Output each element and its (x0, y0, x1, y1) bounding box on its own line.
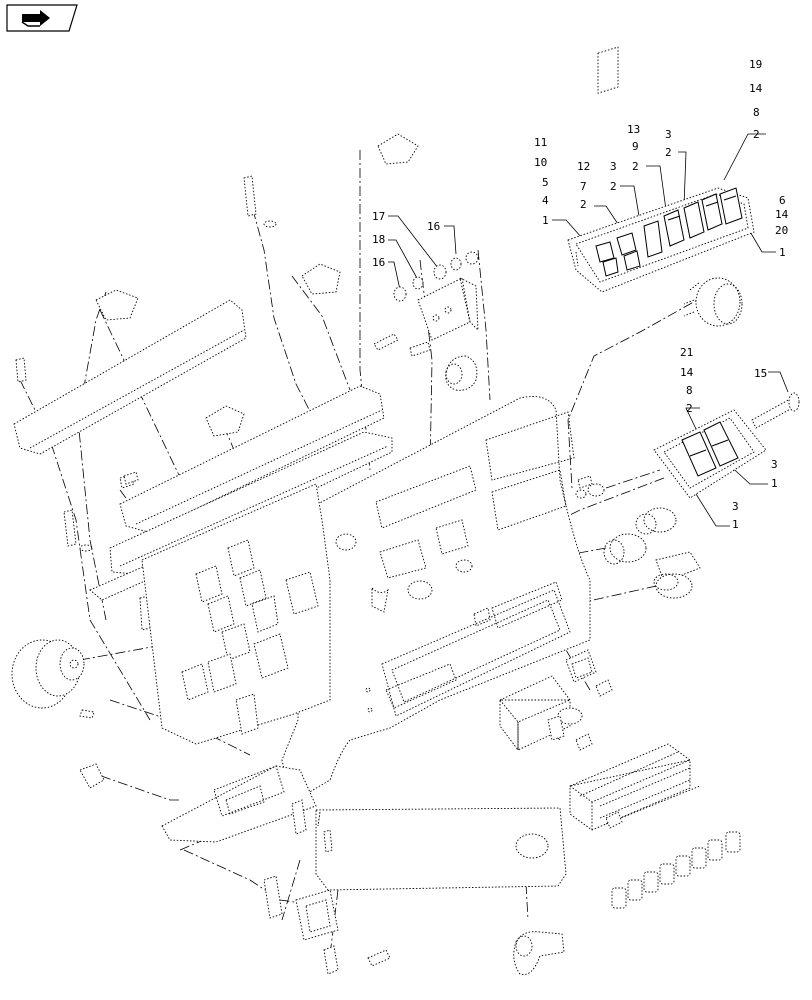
mount-bracket (373, 251, 479, 391)
callout: 14 (775, 208, 789, 221)
bolt (751, 392, 800, 429)
fuse-row (611, 831, 741, 909)
callout: 2 (665, 146, 672, 159)
callout: 20 (775, 224, 788, 237)
callout: 1 (542, 214, 549, 227)
callout: 2 (580, 198, 587, 211)
pins (15, 175, 277, 631)
clip-blocks (95, 133, 419, 437)
callout: 6 (779, 194, 786, 207)
left-switch-panel (141, 483, 331, 745)
right-screws (575, 679, 623, 829)
callout: 21 (680, 346, 693, 359)
indicator-gauge (683, 277, 743, 327)
callout: 3 (610, 160, 617, 173)
callout: 8 (686, 384, 693, 397)
callout: 16 (427, 220, 440, 233)
callout: 3 (665, 128, 672, 141)
callout: 3 (771, 458, 778, 471)
bottom-screws (323, 945, 391, 975)
callout: 2 (632, 160, 639, 173)
callout: 12 (577, 160, 590, 173)
knobs (575, 483, 701, 599)
small-clips (79, 693, 259, 789)
joystick-knob (11, 639, 85, 709)
callout: 5 (542, 176, 549, 189)
callout-labels: 19 14 8 2 13 3 9 2 2 11 10 5 4 1 12 3 7 … (372, 58, 789, 531)
connector (565, 649, 597, 683)
callout: 3 (732, 500, 739, 513)
callout: 2 (686, 402, 693, 415)
rocker-switch-pair (653, 409, 767, 499)
main-dash-panel (281, 396, 591, 801)
callout: 1 (732, 518, 739, 531)
callout: 7 (580, 180, 587, 193)
callout: 13 (627, 123, 640, 136)
callout: 17 (372, 210, 385, 223)
fuse-block (568, 743, 701, 831)
handle (513, 931, 565, 976)
rocker-switch-panel (567, 46, 755, 293)
callout: 1 (771, 477, 778, 490)
callout: 8 (753, 106, 760, 119)
lower-console (161, 765, 317, 843)
callout: 14 (749, 82, 763, 95)
callout: 19 (749, 58, 762, 71)
bottom-cover-panel (291, 799, 567, 891)
callout: 2 (610, 180, 617, 193)
bolt-markers (123, 471, 593, 713)
next-page-arrow-icon (21, 10, 50, 27)
callout: 11 (534, 136, 547, 149)
callout: 2 (753, 128, 760, 141)
lower-brackets (263, 875, 339, 941)
callout: 14 (680, 366, 694, 379)
callout: 10 (534, 156, 547, 169)
callout: 1 (779, 246, 786, 259)
callout: 4 (542, 194, 549, 207)
callout: 18 (372, 233, 385, 246)
next-page-button[interactable] (6, 4, 78, 32)
callout: 9 (632, 140, 639, 153)
relay-block (499, 675, 583, 751)
callout: 15 (754, 367, 767, 380)
callout: 16 (372, 256, 385, 269)
